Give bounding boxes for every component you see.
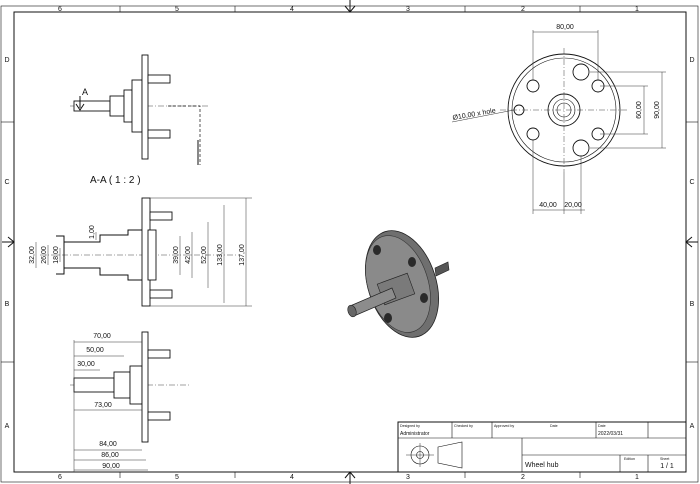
- date-label: Date: [550, 424, 558, 428]
- zone-ticks: [1, 6, 698, 478]
- col-label-6-bottom: 6: [58, 474, 62, 481]
- col-label-3-bottom: 3: [406, 474, 410, 481]
- col-label-5: 5: [175, 6, 179, 13]
- row-label-b-right: B: [690, 301, 695, 308]
- front-view: [451, 30, 666, 214]
- col-label-2: 2: [521, 6, 525, 13]
- dim-60: 60,00: [636, 101, 643, 119]
- designed-by-label: Designed by: [400, 424, 420, 428]
- dim-40: 40,00: [539, 202, 557, 209]
- row-label-b: B: [5, 301, 10, 308]
- section-title: A-A ( 1 : 2 ): [90, 175, 141, 186]
- edition-label: Edition: [624, 457, 635, 461]
- dim-39: 39,00: [173, 246, 180, 264]
- isometric-view: [347, 230, 450, 338]
- col-label-1: 1: [635, 6, 639, 13]
- dim-84: 84,00: [99, 441, 117, 448]
- dim-1: 1,00: [89, 225, 96, 239]
- col-label-2-bottom: 2: [521, 474, 525, 481]
- col-label-4-bottom: 4: [290, 474, 294, 481]
- dim-18: 18,00: [53, 246, 60, 264]
- dim-73: 73,00: [94, 402, 112, 409]
- dim-86: 86,00: [101, 452, 119, 459]
- dim-42: 42,00: [185, 246, 192, 264]
- row-label-a-right: A: [690, 423, 695, 430]
- dim-137: 137,00: [239, 244, 246, 266]
- dim-26: 26,00: [41, 246, 48, 264]
- section-view: [35, 197, 252, 307]
- row-label-d-right: D: [689, 57, 694, 64]
- dim-20: 20,00: [564, 202, 582, 209]
- section-mark: A: [82, 87, 88, 97]
- dim-30: 30,00: [77, 361, 95, 368]
- sheet-label: Sheet: [660, 457, 669, 461]
- row-label-c: C: [4, 179, 9, 186]
- col-label-3: 3: [406, 6, 410, 13]
- col-label-4: 4: [290, 6, 294, 13]
- side-view-top: [70, 54, 210, 165]
- row-label-d: D: [4, 57, 9, 64]
- sheet-value: 1 / 1: [660, 463, 674, 470]
- side-view-bottom: [70, 331, 190, 472]
- projection-symbol-icon: [406, 441, 463, 469]
- row-label-c-right: C: [689, 179, 694, 186]
- date2-label: Date: [598, 424, 606, 428]
- dim-52: 52,00: [201, 246, 208, 264]
- drawing-title: Wheel hub: [525, 462, 559, 469]
- dim-90-front: 90,00: [654, 101, 661, 119]
- dim-50: 50,00: [86, 347, 104, 354]
- title-block: [397, 421, 687, 473]
- approved-by-label: Approved by: [494, 424, 514, 428]
- dim-32: 32,00: [29, 246, 36, 264]
- dim-90: 90,00: [102, 463, 120, 470]
- date-value: 2022/03/31: [598, 431, 623, 437]
- col-label-1-bottom: 1: [635, 474, 639, 481]
- col-label-6: 6: [58, 6, 62, 13]
- hole-note: Ø10,00 x hole: [452, 107, 496, 121]
- col-label-5-bottom: 5: [175, 474, 179, 481]
- designer-name: Administrator: [400, 431, 430, 437]
- dim-80: 80,00: [556, 24, 574, 31]
- dim-70: 70,00: [93, 333, 111, 340]
- checked-by-label: Checked by: [454, 424, 473, 428]
- row-label-a: A: [5, 423, 10, 430]
- dim-133: 133,00: [217, 244, 224, 266]
